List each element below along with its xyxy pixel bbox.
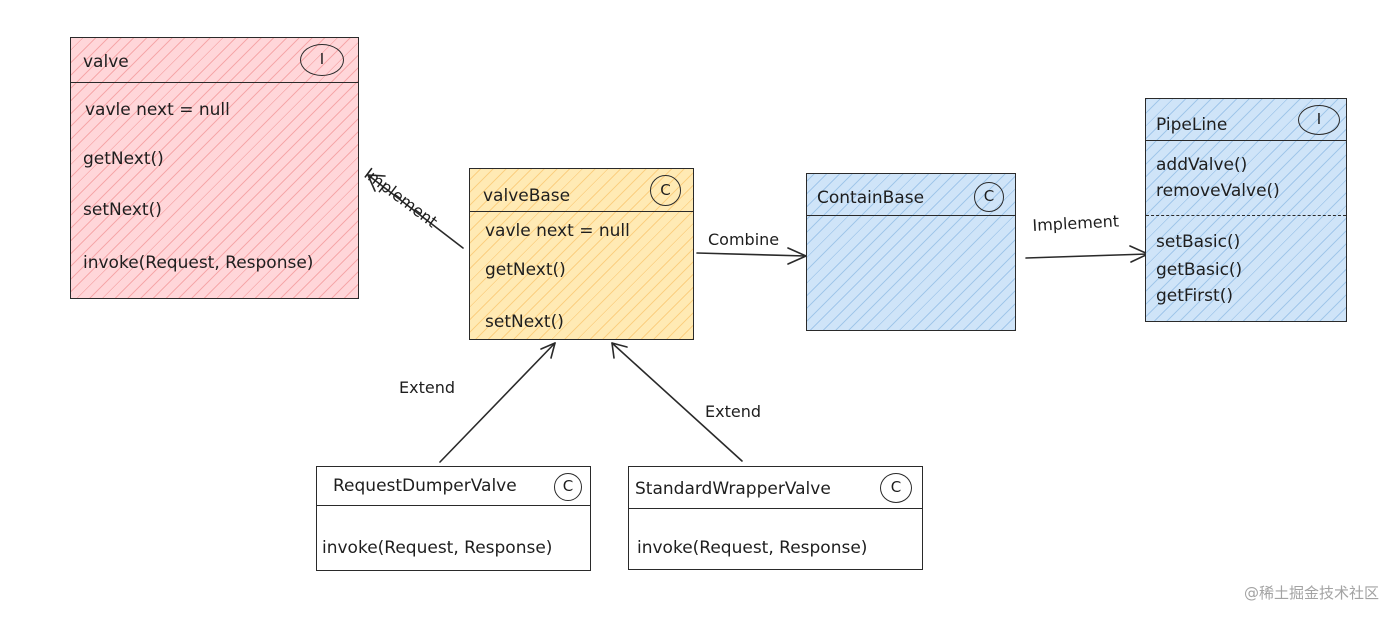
valve-member-invoke: invoke(Request, Response) (83, 253, 314, 273)
valve-divider (71, 82, 358, 83)
extend-right-label: Extend (705, 402, 761, 421)
containbase-name: ContainBase (817, 188, 925, 208)
containbase-class-box: ContainBase C (806, 173, 1016, 331)
pipeline-member-getbasic: getBasic() (1156, 260, 1243, 280)
pipeline-member-getfirst: getFirst() (1156, 286, 1233, 306)
pipeline-member-removevalve: removeValve() (1156, 181, 1280, 201)
valvebase-divider (470, 211, 693, 212)
valve-member-setnext: setNext() (83, 200, 162, 220)
valvebase-member-setnext: setNext() (485, 312, 564, 332)
valvebase-class-box: valveBase C vavle next = null getNext() … (469, 168, 694, 340)
arrow-combine (696, 247, 807, 265)
requestdumpervalve-name: RequestDumperValve (333, 476, 517, 496)
pipeline-divider (1146, 140, 1346, 141)
requestdumpervalve-class-box: RequestDumperValve C invoke(Request, Res… (316, 466, 591, 571)
standardwrappervalve-divider (629, 508, 922, 509)
standardwrappervalve-name: StandardWrapperValve (635, 479, 831, 499)
class-badge-icon: C (650, 175, 681, 206)
valve-member-getnext: getNext() (83, 149, 164, 169)
standardwrappervalve-member-invoke: invoke(Request, Response) (637, 538, 868, 558)
extend-left-label: Extend (399, 378, 455, 397)
pipeline-member-setbasic: setBasic() (1156, 232, 1241, 252)
requestdumpervalve-divider (317, 505, 590, 506)
class-badge-icon: C (880, 473, 912, 503)
valve-member-next: vavle next = null (85, 100, 230, 120)
pipeline-interface-box: PipeLine I addValve() removeValve() setB… (1145, 98, 1347, 322)
requestdumpervalve-member-invoke: invoke(Request, Response) (322, 538, 553, 558)
class-badge-icon: C (974, 182, 1004, 212)
pipeline-member-addvalve: addValve() (1156, 155, 1248, 175)
valvebase-member-next: vavle next = null (485, 221, 630, 241)
interface-badge-icon: I (1298, 105, 1340, 135)
arrow-extend-right (611, 342, 743, 462)
pipeline-dashed-divider (1146, 215, 1346, 216)
containbase-divider (807, 215, 1015, 216)
valvebase-member-getnext: getNext() (485, 260, 566, 280)
interface-badge-icon: I (300, 44, 344, 76)
class-badge-icon: C (554, 473, 582, 501)
watermark: @稀土掘金技术社区 (1243, 584, 1379, 602)
valve-interface-box: valve I vavle next = null getNext() setN… (70, 37, 359, 299)
pipeline-name: PipeLine (1156, 115, 1228, 135)
standardwrappervalve-class-box: StandardWrapperValve C invoke(Request, R… (628, 466, 923, 570)
arrow-implement-pipeline (1025, 245, 1149, 263)
valve-name: valve (83, 52, 129, 72)
combine-label: Combine (708, 230, 780, 249)
arrow-implement-valve (367, 174, 464, 249)
valvebase-name: valveBase (483, 186, 571, 206)
arrow-extend-left (439, 342, 556, 463)
